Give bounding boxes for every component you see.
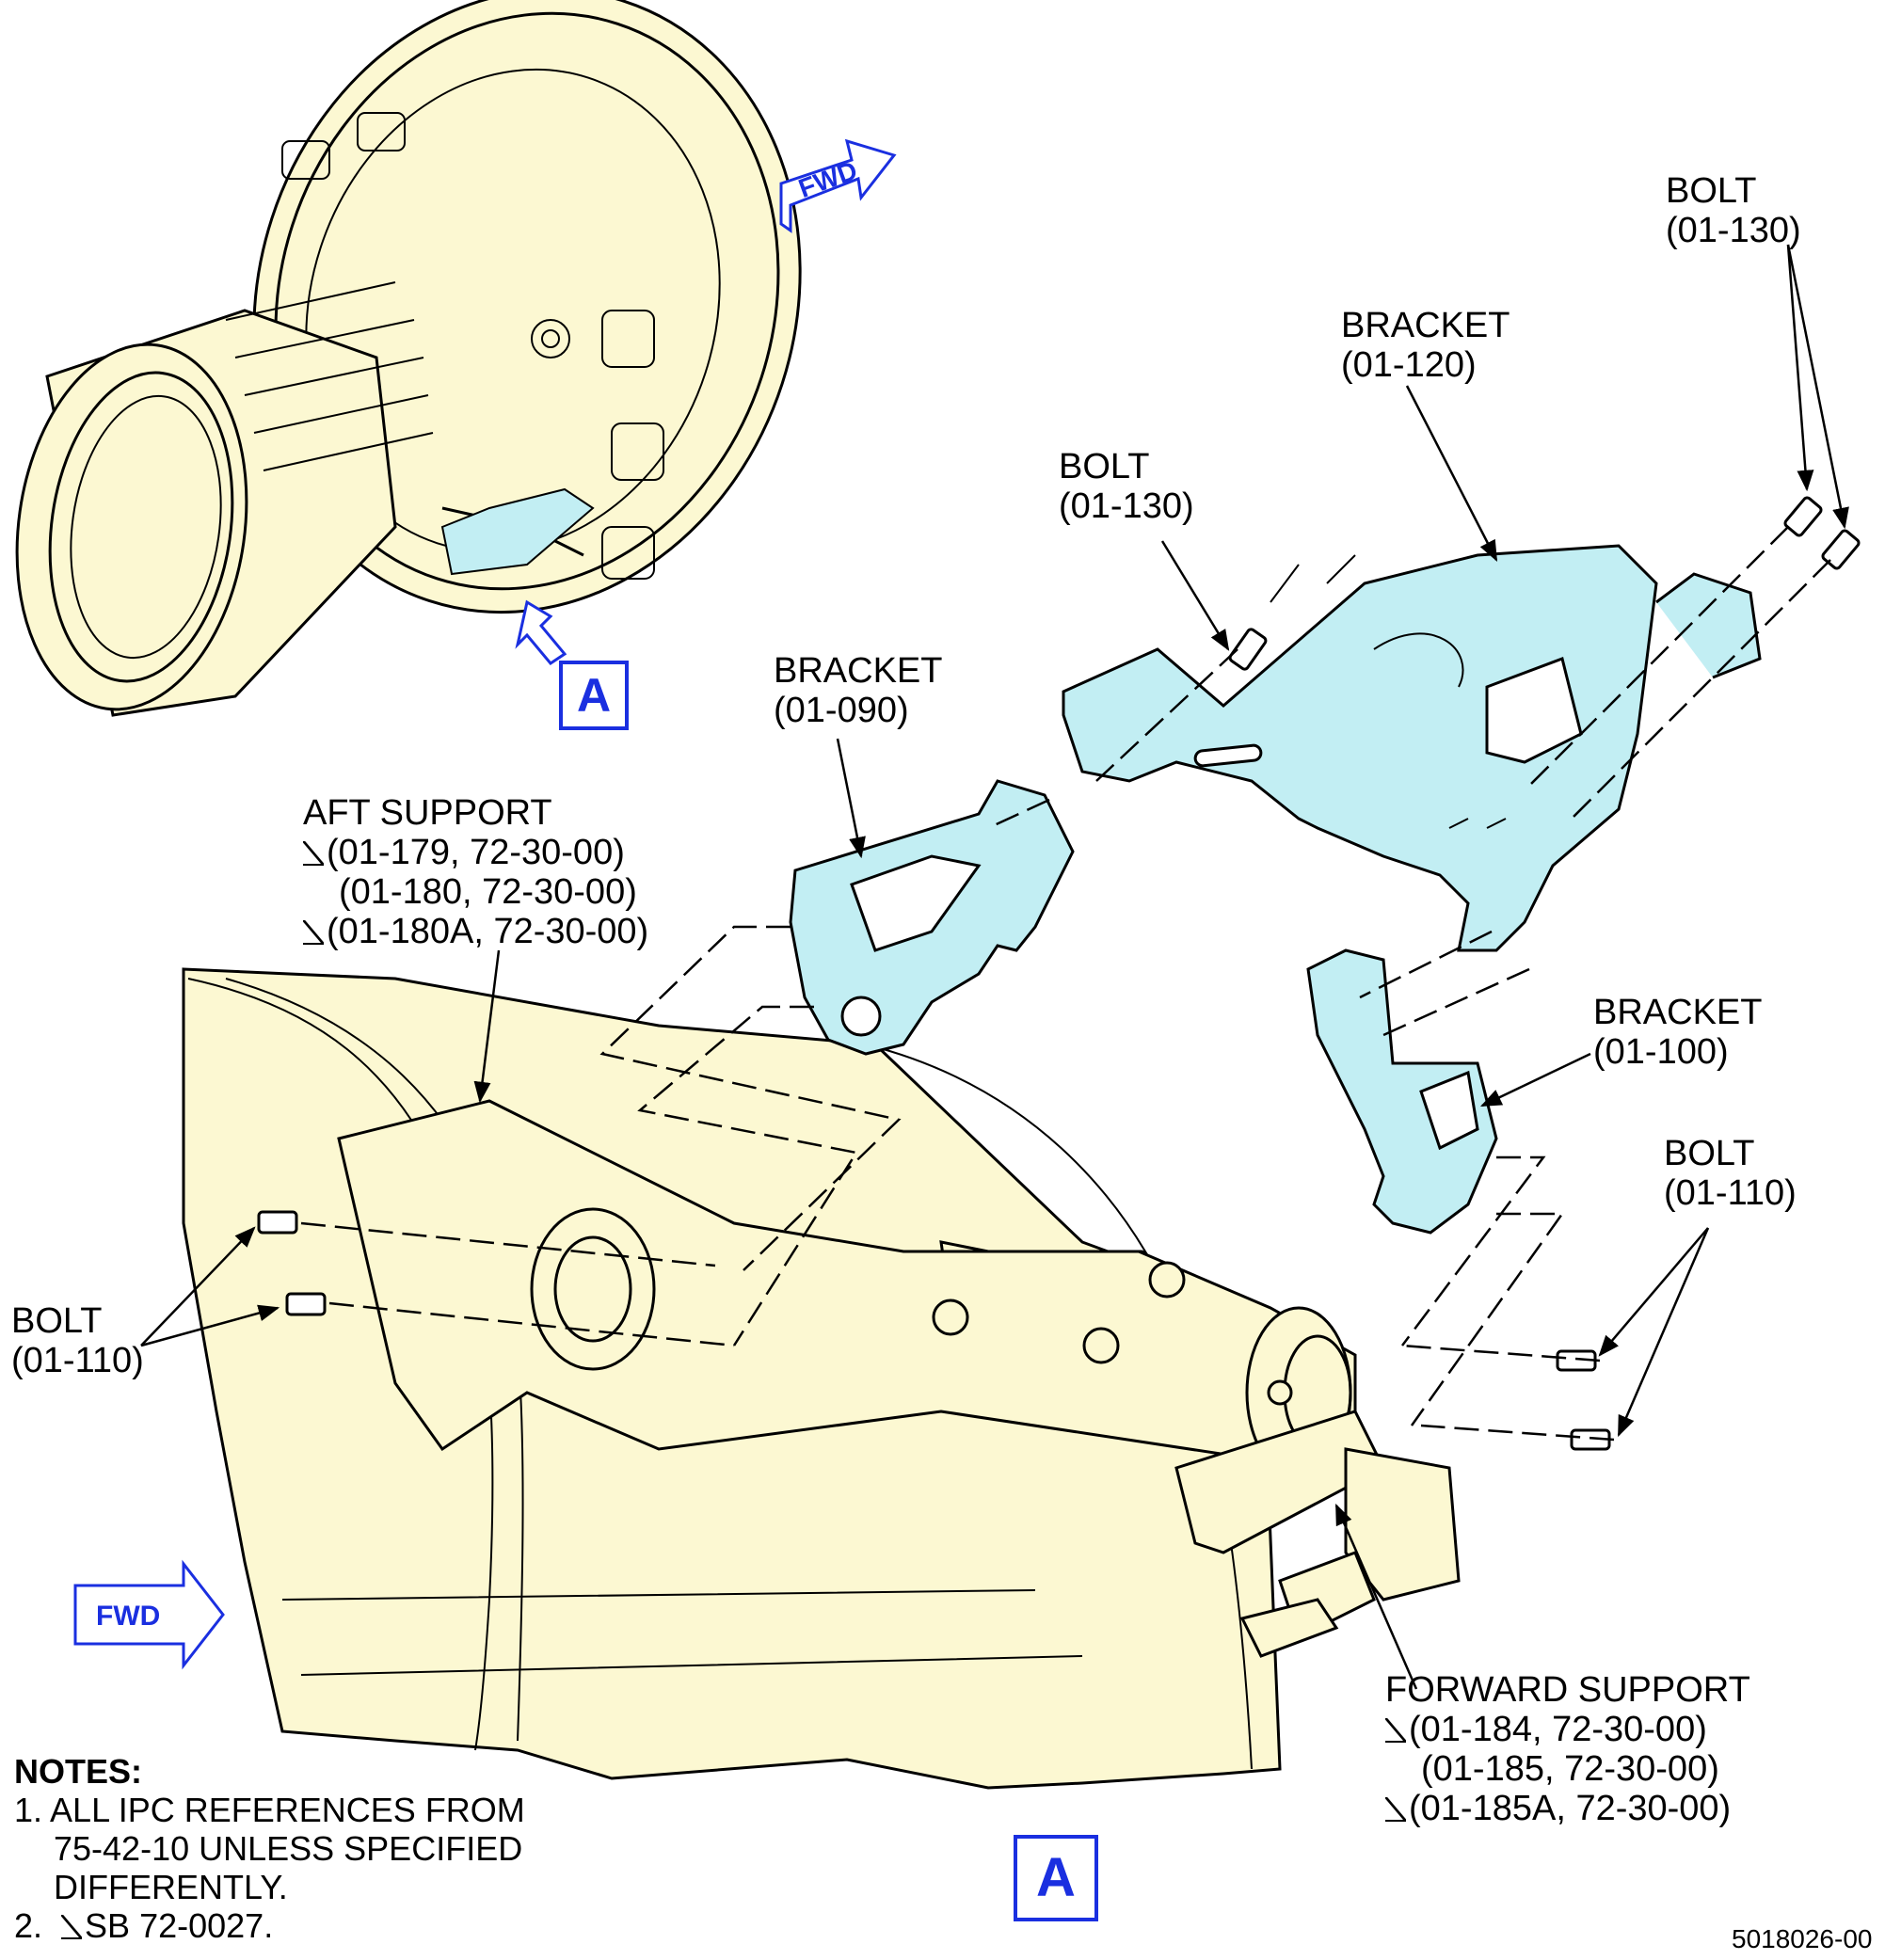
callout-ref-1: (01-179, 72-30-00) bbox=[303, 833, 648, 872]
fwd-arrow-main-icon bbox=[73, 1559, 225, 1670]
callout-forward-support: FORWARD SUPPORT (01-184, 72-30-00) (01-1… bbox=[1385, 1670, 1750, 1828]
view-a-marker-top: A bbox=[559, 661, 629, 730]
callout-ref: (01-110) bbox=[11, 1341, 144, 1380]
callout-ref: (01-120) bbox=[1341, 345, 1477, 385]
note-2-text: SB 72-0027. bbox=[61, 1906, 273, 1945]
callout-name: BRACKET bbox=[1341, 306, 1510, 345]
callout-ref: (01-130) bbox=[1666, 211, 1801, 250]
notes-block: NOTES: 1. ALL IPC REFERENCES FROM 75-42-… bbox=[14, 1752, 525, 1945]
fwd-arrow-main-label: FWD bbox=[96, 1601, 161, 1632]
callout-ref: (01-100) bbox=[1593, 1032, 1729, 1072]
bolt-icons bbox=[257, 496, 1861, 1451]
note-2: 2. SB 72-0027. bbox=[14, 1906, 525, 1945]
leader-lines bbox=[140, 244, 1849, 1690]
callout-bolt-top-right: BOLT (01-130) bbox=[1666, 171, 1801, 250]
callout-bolt-center: BOLT (01-130) bbox=[1059, 447, 1194, 526]
callout-name: BRACKET bbox=[1593, 993, 1763, 1032]
callout-ref-1: (01-184, 72-30-00) bbox=[1385, 1710, 1750, 1749]
callout-name: BOLT bbox=[1664, 1134, 1755, 1173]
note-2-prefix: 2. bbox=[14, 1906, 43, 1945]
aft-support-illustration bbox=[337, 1099, 1357, 1479]
callout-bolt-left: BOLT (01-110) bbox=[11, 1301, 144, 1380]
alignment-lines bbox=[300, 526, 1831, 1442]
callout-name: BOLT bbox=[1059, 447, 1150, 486]
bracket-01-120-illustration bbox=[1062, 544, 1762, 952]
callout-name: BOLT bbox=[1666, 171, 1757, 211]
bracket-01-100-illustration bbox=[1306, 948, 1498, 1235]
callout-bracket-01-090: BRACKET (01-090) bbox=[774, 651, 942, 730]
notes-heading: NOTES: bbox=[14, 1752, 143, 1791]
callout-name: BRACKET bbox=[774, 651, 943, 691]
note-1-line-2: 75-42-10 UNLESS SPECIFIED bbox=[54, 1829, 523, 1868]
note-1-line-3: DIFFERENTLY. bbox=[54, 1868, 288, 1906]
callout-ref: (01-090) bbox=[774, 691, 909, 730]
callout-ref-3: (01-185A, 72-30-00) bbox=[1385, 1789, 1750, 1828]
view-a-marker-bottom: A bbox=[1014, 1835, 1098, 1921]
callout-name: FORWARD SUPPORT bbox=[1385, 1670, 1750, 1710]
callout-name: AFT SUPPORT bbox=[303, 793, 552, 833]
callout-bracket-01-100: BRACKET (01-100) bbox=[1593, 993, 1762, 1072]
callout-name: BOLT bbox=[11, 1301, 103, 1341]
forward-support-illustration bbox=[1174, 1410, 1461, 1658]
callout-ref-3: (01-180A, 72-30-00) bbox=[303, 912, 648, 951]
callout-ref-2: (01-180, 72-30-00) bbox=[339, 872, 637, 912]
bracket-01-090-illustration bbox=[789, 779, 1075, 1056]
callout-ref: (01-130) bbox=[1059, 486, 1194, 526]
callout-bracket-01-120: BRACKET (01-120) bbox=[1341, 306, 1510, 385]
callout-aft-support: AFT SUPPORT (01-179, 72-30-00) (01-180, … bbox=[303, 793, 648, 951]
engine-overview-illustration bbox=[15, 0, 802, 717]
callout-ref-2: (01-185, 72-30-00) bbox=[1421, 1749, 1719, 1789]
figure-number: 5018026-00 bbox=[1732, 1924, 1873, 1953]
fwd-arrow-icon bbox=[779, 138, 897, 233]
callout-bolt-right: BOLT (01-110) bbox=[1664, 1134, 1797, 1213]
note-1-line-1: 1. ALL IPC REFERENCES FROM bbox=[14, 1791, 525, 1829]
callout-ref: (01-110) bbox=[1664, 1173, 1797, 1213]
